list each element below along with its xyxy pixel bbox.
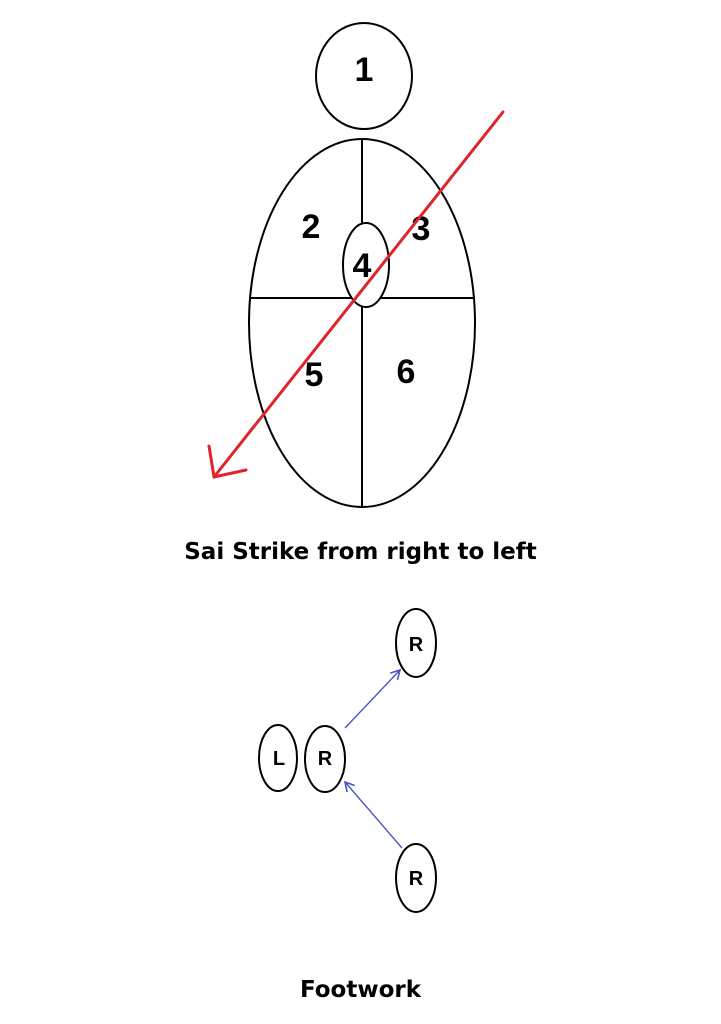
zone-5-label: 5 <box>305 356 324 394</box>
zone-6-label: 6 <box>397 353 416 391</box>
center-target-ellipse <box>342 222 390 308</box>
left-foot-label: L <box>273 748 285 770</box>
zone-1-label: 1 <box>355 51 374 89</box>
right-foot-bottom: R <box>395 843 437 913</box>
footwork-arrow-forward <box>344 668 402 729</box>
strike-arrow <box>207 110 505 479</box>
right-foot-center: R <box>304 725 346 793</box>
right-foot-center-label: R <box>318 748 333 770</box>
right-foot-top-label: R <box>409 634 424 656</box>
zone-2-label: 2 <box>302 208 321 246</box>
footwork-arrow-step-in <box>343 780 403 849</box>
left-foot: L <box>258 724 298 792</box>
zone-4-label: 4 <box>353 247 372 285</box>
head-circle <box>315 22 413 130</box>
right-foot-top: R <box>395 608 437 678</box>
strike-caption: Sai Strike from right to left <box>184 539 537 565</box>
right-foot-bottom-label: R <box>409 868 424 890</box>
footwork-caption: Footwork <box>299 977 422 1003</box>
